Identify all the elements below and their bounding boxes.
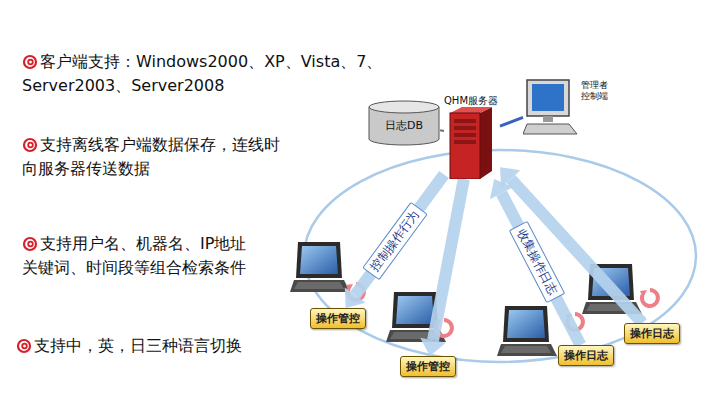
bullet-icon [24,238,36,250]
server-tower [446,107,496,179]
keyboard [523,124,577,134]
drive-bay [454,119,476,123]
server-front [450,113,480,179]
connector [500,117,523,126]
status-tag: 操作管控 [400,356,456,377]
tag-text: 操作日志 [564,349,608,362]
tag-text: 操作日志 [630,327,674,340]
monitor-frame [527,80,569,116]
connector [500,167,642,323]
cylinder-top [369,101,439,113]
network-ring [304,150,696,362]
drive-bay [454,126,476,130]
edge-label: 控制操作行为 [362,202,428,280]
arrow-head [420,338,446,356]
refresh-icon [640,290,658,306]
database: 日志DB [368,100,440,146]
connector-line [440,129,444,132]
drive-bay [454,140,476,144]
console-label: 管理者控制端 [581,80,609,102]
feature-text: 支持中，英，日三种语言切换 [16,334,346,358]
feature-text: 客户端支持：Windows2000、XP、Vista、7、Server2003、… [22,50,414,98]
server-label: QHM服务器 [444,94,500,107]
server-side [480,107,492,179]
db-label: 日志DB [368,100,440,133]
bullet-icon [24,139,36,151]
connector-line [433,179,464,340]
status-tag: 操作日志 [624,323,680,344]
server-top [450,107,492,113]
bullet-icon [24,56,36,68]
tag-text: 操作管控 [316,312,360,325]
connector-line [355,175,444,296]
server: QHM服务器 [444,94,500,179]
bullet-icon [18,340,30,352]
connector [345,175,444,308]
laptop [290,242,350,292]
tag-text: 操作管控 [406,360,450,373]
connector [420,179,464,356]
edge-label: 收集操作日志 [509,221,565,303]
feature-text: 支持用户名、机器名、IP地址关键词、时间段等组合检索条件 [22,232,258,280]
feature-text: 支持离线客户端数据保存，连线时向服务器传送数据 [22,133,290,181]
monitor [523,78,579,136]
arrow-head [345,287,366,308]
connector [440,130,444,132]
arrow-head [500,167,520,188]
monitor-stand [543,116,553,122]
laptop [497,306,557,356]
drive-bay [454,133,476,137]
status-tag: 操作管控 [310,308,366,329]
monitor-screen [532,84,564,111]
admin-console: 管理者控制端 [523,78,579,136]
status-tag: 操作日志 [558,345,614,366]
connector-line [500,117,523,126]
